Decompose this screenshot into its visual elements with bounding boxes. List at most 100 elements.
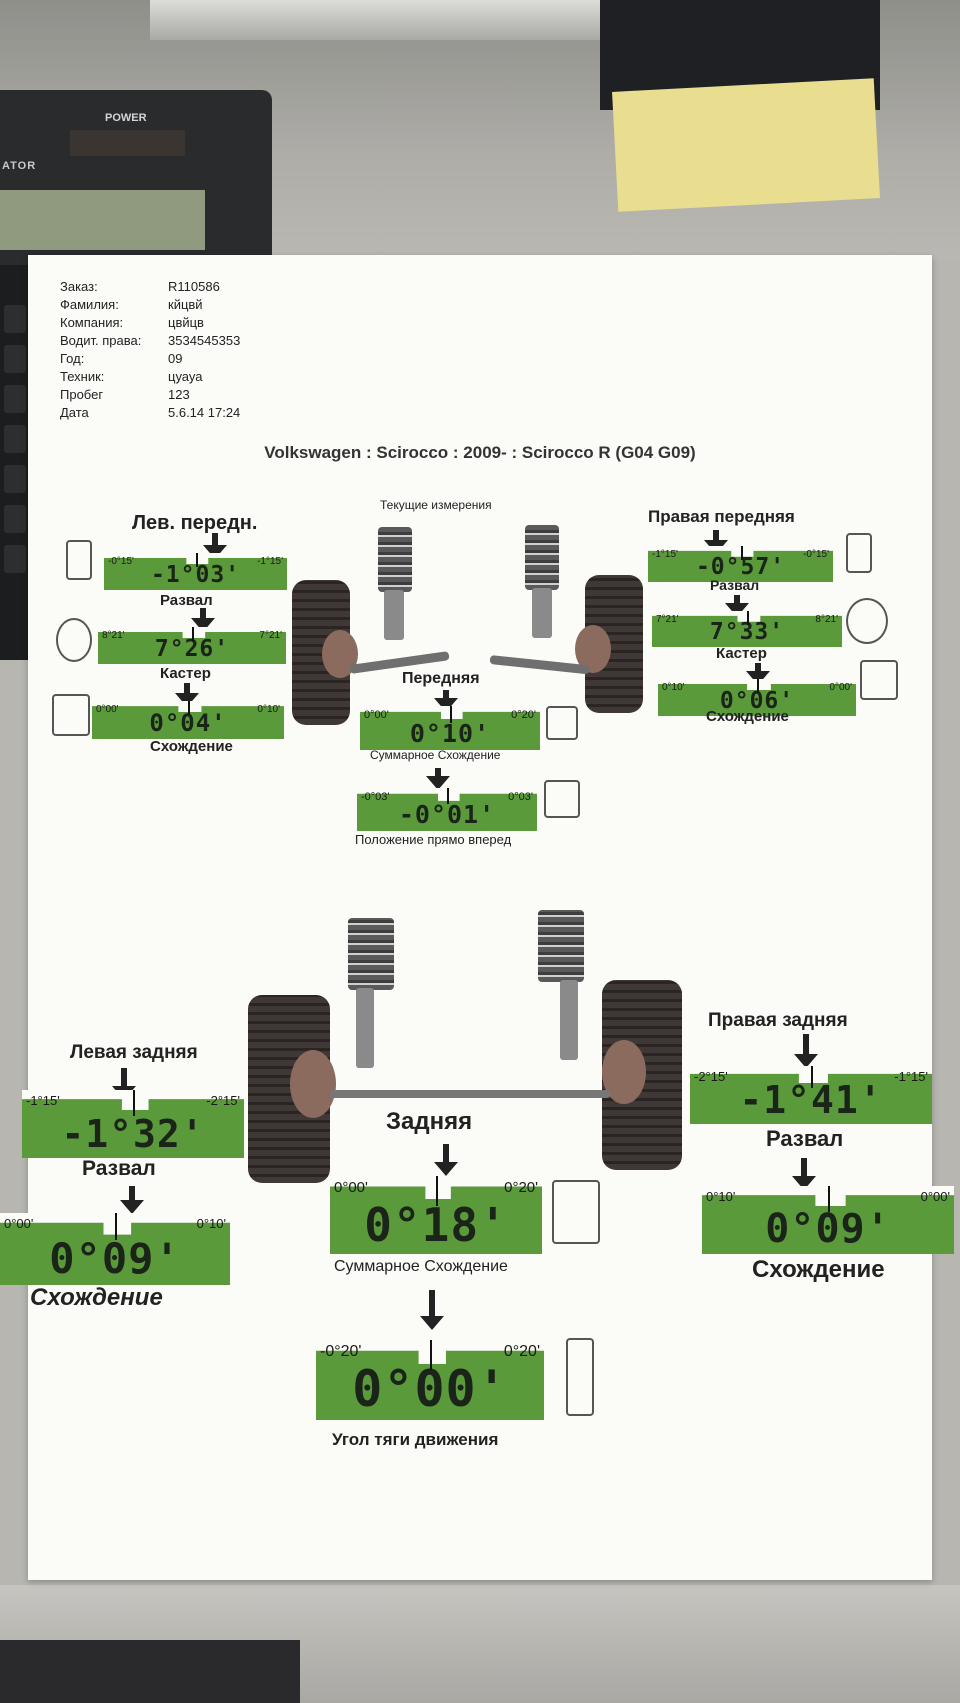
gauge-center-tick: [115, 1213, 117, 1241]
calculator-power-label: POWER: [105, 112, 147, 124]
front-right-caster-gauge: 7°21' 8°21' 7°33': [652, 611, 842, 647]
front-left-caster-gauge: 8°21' 7°21' 7°26': [98, 627, 286, 664]
thrust-angle-gauge: -0°20' 0°20' 0°00': [316, 1340, 544, 1420]
rear-right-camber-label: Развал: [766, 1126, 844, 1151]
gauge-value: -1°32': [61, 1112, 205, 1156]
info-value: 5.6.14 17:24: [168, 405, 241, 420]
rear-right-camber-gauge: -2°15' -1°15' -1°41': [690, 1066, 932, 1124]
rear-left-hub: [290, 1050, 336, 1118]
gauge-min: -0°20': [320, 1343, 362, 1360]
thrust-angle-label: Угол тяги движения: [332, 1430, 499, 1449]
info-label: Компания:: [60, 315, 124, 330]
current-measurements-label: Текущие измерения: [380, 498, 492, 512]
front-left-title: Лев. передн.: [132, 512, 258, 534]
rear-left-camber-gauge: -1°15' -2°15' -1°32': [22, 1090, 244, 1158]
gauge-center-tick: [188, 701, 190, 716]
gauge-center-tick: [430, 1340, 432, 1371]
info-value: 123: [168, 387, 190, 402]
rear-right-strut: [560, 980, 578, 1060]
gauge-center-tick: [828, 1186, 830, 1212]
rear-right-title: Правая задняя: [708, 1010, 848, 1031]
front-right-toe-label: Схождение: [706, 708, 789, 725]
info-label: Заказ:: [60, 279, 98, 294]
camber-diagram-icon: [846, 533, 872, 573]
info-value: кйцвй: [168, 297, 203, 312]
rear-axle-beam: [330, 1090, 610, 1098]
rear-right-toe-label: Схождение: [752, 1256, 885, 1283]
front-axle-title: Передняя: [402, 670, 480, 687]
info-value: R110586: [168, 279, 220, 294]
desk-dark-object: [0, 1640, 300, 1703]
gauge-max: -1°15': [894, 1069, 928, 1084]
gauge-value: 0°06': [719, 688, 795, 714]
gauge-min: 8°21': [102, 630, 125, 641]
front-right-caster-label: Кастер: [716, 645, 767, 662]
gauge-min: -0°15': [108, 556, 134, 567]
front-left-caster-label: Кастер: [160, 665, 211, 682]
gauge-max: 0°20': [511, 709, 536, 721]
gauge-value: 0°10': [409, 719, 491, 748]
gauge-max: -0°15': [803, 549, 829, 560]
info-label: Фамилия:: [60, 297, 119, 312]
gauge-center-tick: [436, 1176, 438, 1206]
vehicle-title: Volkswagen : Scirocco : 2009- : Scirocco…: [264, 443, 696, 462]
calculator-display: [0, 190, 205, 250]
front-total-toe-label: Суммарное Схождение: [370, 748, 501, 762]
info-label: Пробег: [60, 387, 104, 402]
gauge-center-tick: [133, 1090, 135, 1116]
rear-total-toe-gauge: 0°00' 0°20' 0°18': [330, 1176, 542, 1254]
gauge-min: 0°00': [334, 1179, 368, 1196]
info-label: Техник:: [60, 369, 105, 384]
gauge-min: 0°10': [662, 682, 685, 693]
total-toe-diagram-icon: [546, 706, 578, 740]
rear-left-toe-label: Схождение: [30, 1284, 163, 1311]
rear-left-toe-gauge: 0°00' 0°10' 0°09': [0, 1213, 230, 1285]
caster-wheel-icon: [56, 618, 92, 662]
gauge-center-tick: [740, 546, 743, 560]
gauge-value: 7°33': [709, 619, 785, 645]
front-right-camber-gauge: -1°15' -0°15' -0°57': [648, 546, 833, 582]
info-row: Техник:цуауа: [60, 368, 240, 386]
front-left-camber-gauge: -0°15' -1°15' -1°03': [104, 553, 287, 590]
front-left-camber-label: Развал: [160, 592, 213, 609]
info-row: Фамилия: кйцвй: [60, 296, 240, 314]
gauge-max: 0°10': [196, 1216, 226, 1231]
straight-ahead-label: Положение прямо вперед: [355, 832, 512, 847]
info-value: 3534545353: [168, 333, 241, 348]
straight-ahead-gauge: -0°03' 0°03' -0°01': [357, 788, 537, 831]
gauge-center-tick: [757, 679, 759, 694]
gauge-max: 0°03': [508, 791, 533, 803]
keyboard-key: [4, 425, 26, 453]
front-right-title: Правая передняя: [648, 507, 795, 526]
front-right-toe-gauge: 0°10' 0°00' 0°06': [658, 679, 856, 716]
info-row: Пробег 123: [60, 386, 240, 404]
gauge-min: -1°15': [26, 1093, 60, 1108]
front-left-spring: [378, 527, 412, 592]
info-value: 09: [168, 351, 183, 366]
rear-left-tire: [248, 995, 330, 1183]
rear-left-strut: [356, 988, 374, 1068]
info-label: Водит. права:: [60, 333, 142, 348]
rear-right-spring: [538, 910, 584, 982]
keyboard-key: [4, 545, 26, 573]
rear-left-camber-label: Развал: [82, 1157, 156, 1180]
gauge-center-tick: [450, 706, 452, 723]
rear-total-toe-label: Суммарное Схождение: [334, 1258, 508, 1275]
info-row: Год:09: [60, 350, 240, 368]
gauge-value: -0°57': [695, 554, 786, 580]
camber-diagram-icon: [66, 540, 92, 580]
rear-left-spring: [348, 918, 394, 990]
gauge-center-tick: [192, 627, 194, 642]
gauge-center-tick: [747, 611, 749, 625]
calculator-brand: ATOR: [2, 160, 37, 172]
gauge-value: 0°18': [364, 1198, 508, 1252]
sticky-note: [612, 78, 880, 212]
gauge-max: 8°21': [815, 614, 838, 625]
info-row: Заказ: R110586: [60, 278, 240, 296]
info-row: Водит. права: 3534545353: [60, 332, 240, 350]
rear-right-toe-gauge: 0°10' 0°00' 0°09': [702, 1186, 954, 1254]
rear-left-title: Левая задняя: [70, 1042, 198, 1063]
gauge-max: 0°10': [257, 704, 280, 715]
gauge-value: 0°09': [765, 1206, 891, 1252]
